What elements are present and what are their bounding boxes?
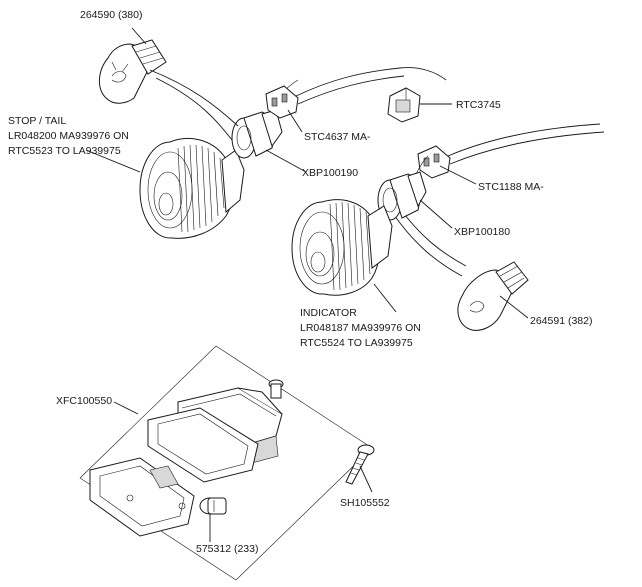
label-holder-xbp100180: XBP100180 [454, 226, 510, 238]
label-plate-lamp-xfc100550: XFC100550 [56, 395, 112, 407]
plate-lamp-seal [147, 407, 259, 483]
label-indicator-2: LR048187 MA939976 ON [300, 322, 421, 334]
harness-stc1188 [391, 123, 605, 277]
bulb-264591 [457, 261, 529, 331]
indicator-lamp [291, 199, 393, 296]
label-indicator-1: INDICATOR [300, 307, 357, 319]
plate-lamp-lens [89, 457, 195, 537]
screw-sh105552 [345, 444, 375, 485]
label-bulb-264590: 264590 (380) [80, 9, 142, 21]
screw-small [268, 379, 284, 399]
label-bulb-575312: 575312 (233) [196, 543, 258, 555]
bulb-holder-xbp100190 [231, 79, 299, 159]
label-indicator-3: RTC5524 TO LA939975 [300, 337, 413, 349]
label-screw-sh105552: SH105552 [340, 497, 390, 509]
bulb-264590 [99, 39, 167, 104]
bulb-575312 [199, 497, 227, 515]
label-connector-rtc3745: RTC3745 [456, 99, 501, 111]
label-harness-stc4637: STC4637 MA- [304, 131, 371, 143]
connector-rtc3745 [387, 87, 421, 123]
label-harness-stc1188: STC1188 MA- [478, 181, 544, 193]
stop-tail-lamp [139, 138, 245, 239]
label-bulb-264591: 264591 (382) [530, 315, 592, 327]
label-holder-xbp100190: XBP100190 [302, 167, 358, 179]
label-stop-tail-1: STOP / TAIL [8, 115, 66, 127]
label-stop-tail-2: LR048200 MA939976 ON [8, 130, 129, 142]
label-stop-tail-3: RTC5523 TO LA939975 [8, 145, 121, 157]
harness-stc4637 [149, 67, 447, 141]
